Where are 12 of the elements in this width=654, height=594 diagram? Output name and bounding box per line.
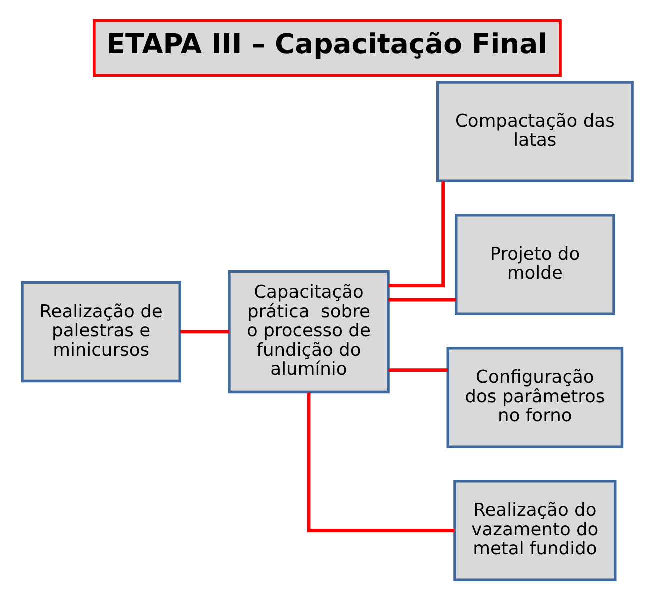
node-box: Compactação das latas <box>436 81 634 183</box>
node-box: Configuração dos parâmetros no forno <box>446 347 624 448</box>
connector <box>306 392 454 532</box>
connector <box>388 181 445 288</box>
connector <box>180 330 229 334</box>
node-box: Realização do vazamento do metal fundido <box>453 480 616 582</box>
node-box: Projeto do molde <box>454 214 615 316</box>
connector <box>388 298 456 302</box>
connector <box>388 368 448 372</box>
node-box: Capacitação prática sobre o processo de fundição do alumínio <box>228 270 390 394</box>
diagram-title: ETAPA III – Capacitação Final <box>106 30 548 61</box>
node-box: Realização de palestras e minicursos <box>20 281 181 383</box>
